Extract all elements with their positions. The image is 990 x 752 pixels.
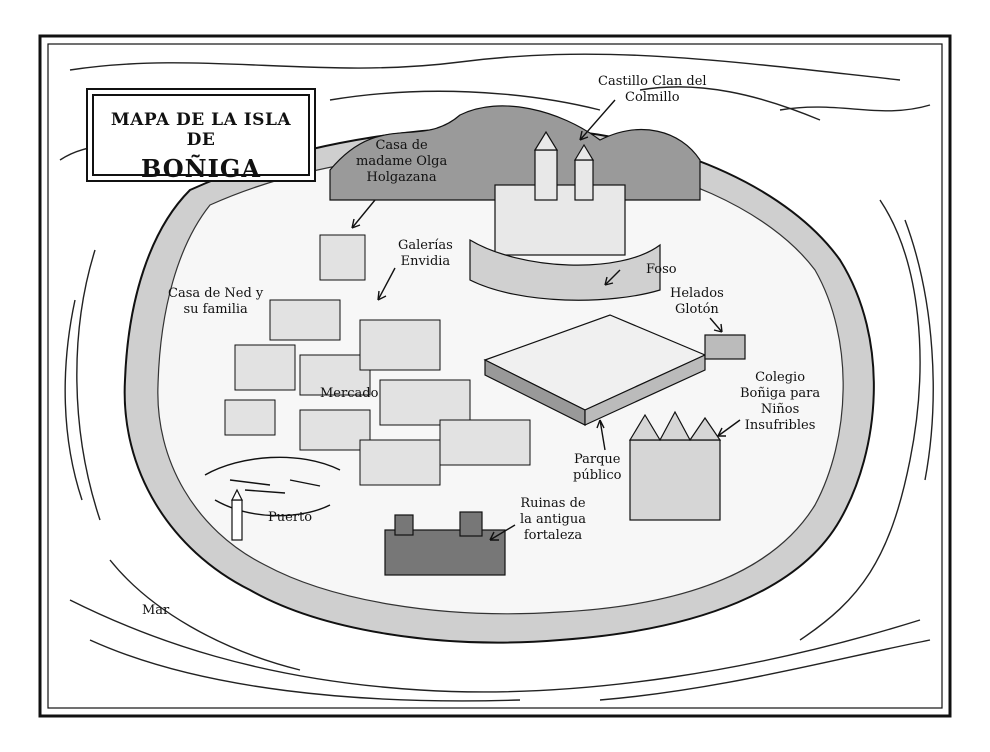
label-puerto[interactable]: Puerto	[268, 510, 313, 525]
label-helados[interactable]: Helados Glotón	[670, 286, 724, 317]
pointer-arrows	[351, 99, 741, 541]
label-foso[interactable]: Foso	[646, 262, 677, 277]
label-mar[interactable]: Mar	[142, 603, 170, 618]
map-title-line-2: BOÑIGA	[141, 154, 261, 183]
mountains	[329, 105, 701, 201]
outer-frame	[38, 34, 952, 718]
label-casa-ned[interactable]: Casa de Ned y su familia	[168, 286, 264, 317]
ruins	[384, 511, 506, 576]
label-parque[interactable]: Parque público	[573, 452, 622, 483]
label-galerias[interactable]: Galerías Envidia	[398, 238, 453, 269]
town	[224, 234, 531, 486]
harbour	[204, 456, 341, 517]
label-mercado[interactable]: Mercado	[320, 386, 379, 401]
map-title-line-1: MAPA DE LA ISLA DE	[110, 110, 292, 150]
label-ruinas[interactable]: Ruinas de la antigua fortaleza	[520, 496, 586, 543]
ice-cream-truck	[704, 334, 746, 360]
school	[628, 410, 722, 521]
map-title-box: MAPA DE LA ISLA DE BOÑIGA	[92, 94, 310, 183]
lighthouse	[231, 488, 243, 541]
inner-frame	[47, 43, 943, 709]
sea-waves	[59, 53, 934, 702]
castle	[469, 130, 661, 301]
label-castillo[interactable]: Castillo Clan del Colmillo	[598, 74, 707, 105]
label-casa-olga[interactable]: Casa de madame Olga Holgazana	[356, 138, 448, 185]
label-colegio[interactable]: Colegio Boñiga para Niños Insufribles	[740, 370, 821, 433]
